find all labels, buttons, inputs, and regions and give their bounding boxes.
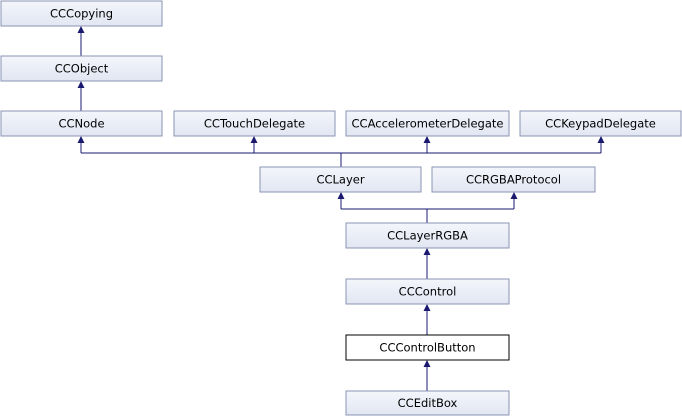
node-label: CCKeypadDelegate — [545, 117, 656, 131]
edge-cclayer-to-bases — [77, 136, 605, 167]
node-cccontrolbutton: CCControlButton — [345, 334, 510, 361]
node-cclayer[interactable]: CCLayer — [259, 166, 422, 193]
node-ccaccelerometerdelegate[interactable]: CCAccelerometerDelegate — [345, 110, 510, 137]
arrowhead-icon — [77, 26, 85, 33]
edge-cceditbox-to-cccontrolbutton — [423, 360, 431, 391]
inheritance-edges — [77, 26, 605, 391]
arrowhead-icon — [423, 304, 431, 311]
node-ccnode[interactable]: CCNode — [0, 110, 163, 137]
edge-cccontrolbutton-to-cccontrol — [423, 304, 431, 335]
node-cccopying[interactable]: CCCopying — [0, 0, 163, 27]
arrowhead-icon — [77, 136, 85, 143]
node-label: CCLayer — [316, 173, 364, 187]
node-ccobject[interactable]: CCObject — [0, 55, 163, 82]
arrowhead-icon — [423, 360, 431, 367]
edge-cclayer-to-cckeypaddelegate — [597, 136, 605, 153]
arrowhead-icon — [423, 248, 431, 255]
node-label: CCCopying — [50, 7, 113, 21]
edge-ccnode-to-ccobject — [77, 81, 85, 112]
node-label: CCNode — [58, 117, 104, 131]
node-cccontrol[interactable]: CCControl — [345, 278, 510, 305]
edge-cclayer-to-ccaccelerometerdelegate — [423, 136, 431, 153]
node-label: CCObject — [55, 62, 109, 76]
node-label: CCTouchDelegate — [204, 117, 305, 131]
node-label: CCEditBox — [398, 396, 458, 410]
arrowhead-icon — [77, 81, 85, 88]
edge-cclayerrgba-to-ccrgbaprotocol — [510, 192, 518, 209]
edge-cclayerrgba-to-cclayer — [337, 192, 345, 209]
edge-cclayer-to-ccnode — [77, 136, 85, 153]
edge-cccontrol-to-cclayerrgba — [423, 248, 431, 279]
arrowhead-icon — [597, 136, 605, 143]
edge-cclayer-to-cctouchdelegate — [250, 136, 258, 153]
node-ccrgbaprotocol[interactable]: CCRGBAProtocol — [431, 166, 596, 193]
node-label: CCControlButton — [379, 341, 475, 355]
node-cceditbox[interactable]: CCEditBox — [345, 390, 510, 416]
node-cctouchdelegate[interactable]: CCTouchDelegate — [173, 110, 336, 137]
node-label: CCRGBAProtocol — [466, 173, 561, 187]
edge-ccobject-to-cccopying — [77, 26, 85, 57]
arrowhead-icon — [337, 192, 345, 199]
node-cckeypaddelegate[interactable]: CCKeypadDelegate — [519, 110, 682, 137]
node-label: CCAccelerometerDelegate — [352, 117, 504, 131]
arrowhead-icon — [423, 136, 431, 143]
arrowhead-icon — [510, 192, 518, 199]
node-label: CCControl — [399, 285, 457, 299]
node-label: CCLayerRGBA — [387, 229, 468, 243]
arrowhead-icon — [250, 136, 258, 143]
node-cclayerrgba[interactable]: CCLayerRGBA — [345, 222, 510, 249]
edge-cclayerrgba-to-bases — [337, 192, 518, 223]
